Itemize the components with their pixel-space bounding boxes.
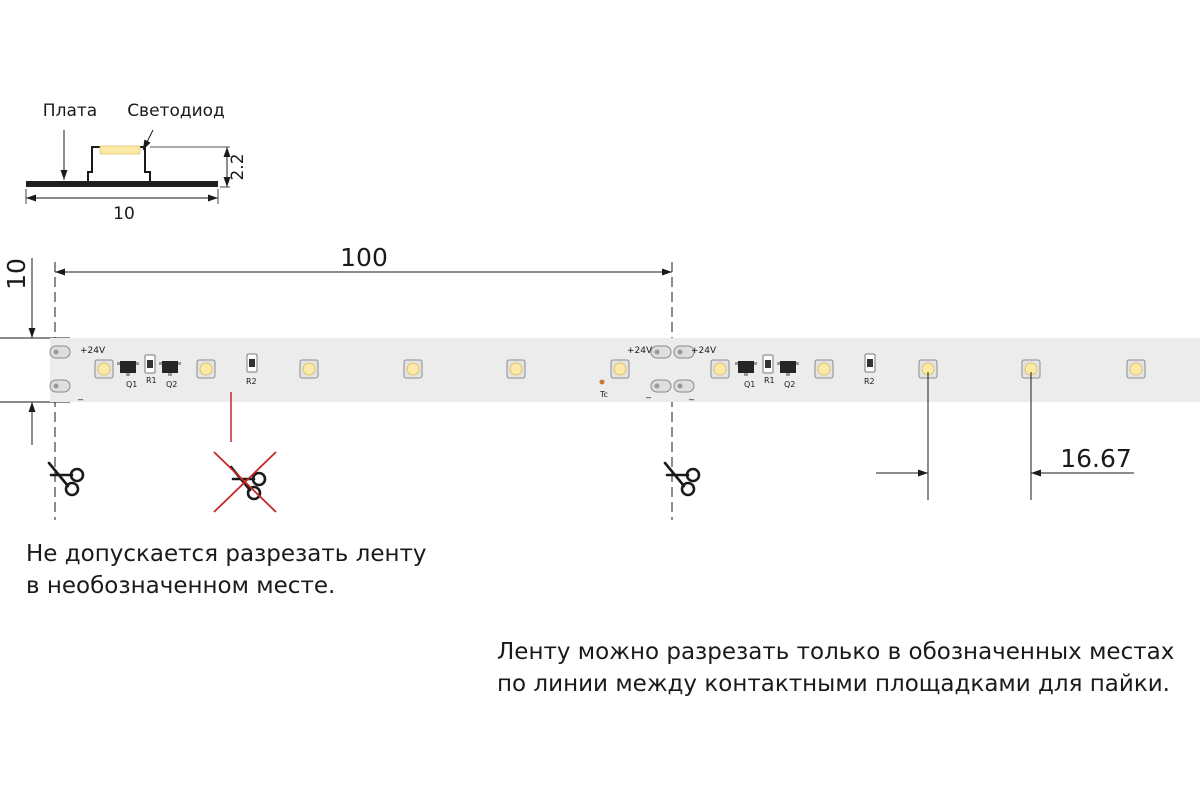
scissors-icon <box>663 461 701 497</box>
solder-pad-minus-left <box>49 379 71 393</box>
profile-section: Плата Светодиод 2.2 10 <box>25 101 248 224</box>
allowed-note-line2: по линии между контактными площадками дл… <box>497 671 1170 697</box>
led-chip <box>1126 359 1146 379</box>
led-label: Светодиод <box>127 101 225 121</box>
cross-line-2 <box>213 451 277 513</box>
resistor-r1 <box>762 354 774 374</box>
allowed-note-line1: Ленту можно разрезать только в обозначен… <box>497 639 1175 665</box>
silk-r1: R1 <box>146 376 157 385</box>
board-profile <box>26 181 218 187</box>
led-chip <box>94 359 114 379</box>
led-pitch-dimension: 16.67 <box>876 372 1134 500</box>
width-label: 10 <box>113 204 135 224</box>
led-chip <box>299 359 319 379</box>
led-chip <box>814 359 834 379</box>
resistor-r2 <box>864 353 876 373</box>
strip-width-label: 10 <box>2 258 31 290</box>
silk-minus-left: _ <box>77 390 84 401</box>
forbidden-cut-mark <box>213 392 277 513</box>
resistor-r1 <box>144 354 156 374</box>
silk-q1-2: Q1 <box>744 380 755 389</box>
silk-r1-2: R1 <box>764 376 775 385</box>
silk-r2: R2 <box>246 377 257 386</box>
silk-q1: Q1 <box>126 380 137 389</box>
silk-plus-mid-right: +24V <box>691 346 717 356</box>
tc-point <box>599 379 605 385</box>
led-lens <box>99 145 141 155</box>
solder-pad-plus-mid-a <box>650 345 672 359</box>
resistor-r2 <box>246 353 258 373</box>
forbidden-note-line1: Не допускается разрезать ленту <box>26 541 427 567</box>
led-chip <box>610 359 630 379</box>
silk-q2-2: Q2 <box>784 380 795 389</box>
allowed-note: Ленту можно разрезать только в обозначен… <box>497 636 1174 700</box>
led-chip <box>506 359 526 379</box>
segment-length-label: 100 <box>340 243 388 272</box>
height-label: 2.2 <box>228 153 248 180</box>
led-chip <box>710 359 730 379</box>
silk-plus-mid-left: +24V <box>627 346 653 356</box>
led-chip <box>196 359 216 379</box>
silk-minus-mid-right: _ <box>688 390 695 401</box>
solder-pad-minus-mid-a <box>650 379 672 393</box>
segment-dimension: 100 <box>54 243 673 520</box>
solder-pad-plus-left <box>49 345 71 359</box>
led-chip <box>403 359 423 379</box>
scissors-icon <box>47 461 85 497</box>
silk-minus-mid-left: _ <box>645 388 652 399</box>
forbidden-note-line2: в необозначенном месте. <box>26 573 336 599</box>
led-pitch-label: 16.67 <box>1060 444 1132 473</box>
silk-plus-left: +24V <box>80 346 106 356</box>
led-strip: +24V _ Q1 R1 Q2 R2 +24V Tc _ +24V _ Q1 R… <box>49 338 1200 402</box>
silk-tc: Tc <box>599 390 608 399</box>
forbidden-note: Не допускается разрезать ленту в необозн… <box>26 538 427 602</box>
silk-q2: Q2 <box>166 380 177 389</box>
strip-width-dimension: 10 <box>0 258 70 445</box>
board-label: Плата <box>43 101 97 121</box>
crossed-scissors-icon <box>229 465 267 501</box>
silk-r2-2: R2 <box>864 377 875 386</box>
